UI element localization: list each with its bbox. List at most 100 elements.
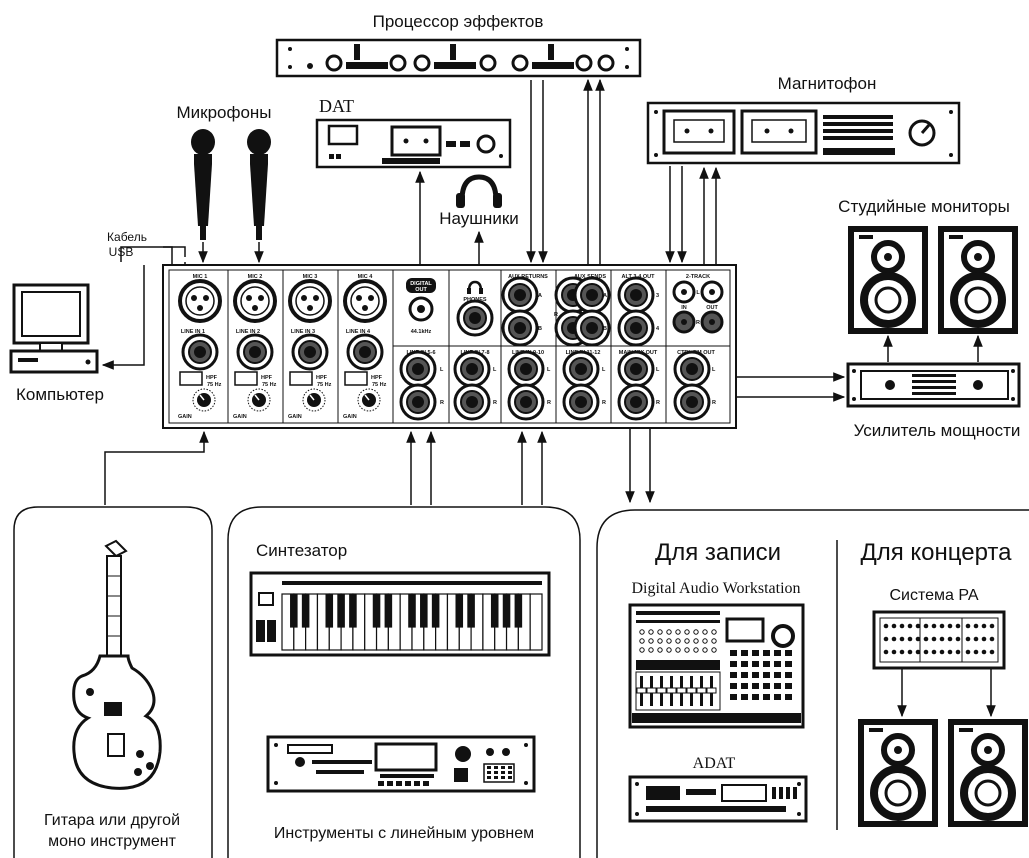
black-key[interactable] [431,594,440,628]
line-in-6-jack[interactable] [399,383,437,421]
digital-out-section: DIGITAL OUT 44.1kHz [406,278,436,335]
daw-key [785,683,792,689]
black-key[interactable] [408,594,416,628]
tape-recorder-label: Магнитофон [778,74,877,93]
hpf-4-button[interactable] [344,371,368,386]
black-key[interactable] [372,594,381,628]
daw-button [639,638,645,644]
line-in-4-jack[interactable] [346,333,384,371]
mic-4-xlr-input[interactable] [343,279,387,323]
rack-button [396,781,402,786]
daw-key [752,683,759,689]
line-in-5-jack[interactable] [399,350,437,388]
line-in-3-jack[interactable] [291,333,329,371]
adat-button [793,787,797,799]
tape-recorder-unit [646,101,961,165]
studio-monitors-label: Студийные мониторы [838,197,1010,216]
hpf-3-hz: 75 Hz [317,382,332,388]
daw-fader-cap [706,687,717,694]
aux-return-a-left-jack[interactable] [501,276,539,314]
line-in-8-jack[interactable] [453,383,491,421]
line-in-12-jack[interactable] [562,383,600,421]
phones-jack[interactable] [456,299,494,337]
black-key[interactable] [467,594,475,628]
black-key[interactable] [490,594,499,628]
white-key[interactable] [529,593,543,651]
aux-returns-section: AUX RETURNS A L R B [501,274,592,347]
daw-key [752,650,759,656]
headphones-label: Наушники [439,209,519,228]
two-track-label: 2-TRACK [686,274,710,280]
gain-2-knob[interactable] [247,388,271,412]
gain-4-knob[interactable] [357,388,381,412]
line-in-7-8: LINE IN 7-8 L R [453,350,497,421]
effects-processor-unit [275,38,642,78]
black-key[interactable] [349,594,357,628]
rack-keypad [501,771,505,774]
black-key[interactable] [455,594,464,628]
daw-key [763,650,770,656]
phones-section: PHONES [456,280,494,337]
gain-3-label: GAIN [288,414,302,420]
pa-knob [899,649,905,655]
daw-button [702,647,708,653]
line-in-2-jack[interactable] [236,333,274,371]
line-instruments-panel [227,506,581,858]
ctrl-rm-out-left-jack[interactable] [673,350,711,388]
hpf-1-label: HPF [206,375,218,381]
hpf-3-button[interactable] [289,371,313,386]
hpf-1-button[interactable] [179,371,203,386]
alt-out-3-jack[interactable] [617,276,655,314]
black-key[interactable] [384,594,393,628]
black-key[interactable] [337,594,345,628]
power-amp-label: Усилитель мощности [854,421,1021,440]
black-key[interactable] [502,594,511,628]
pa-knob [989,636,995,642]
aux-return-b-left-jack[interactable] [501,309,539,347]
black-key[interactable] [290,594,298,628]
black-key[interactable] [420,594,428,628]
daw-key [741,683,748,689]
line-in-7-tag: L [493,367,497,373]
for-concert-label: Для концерта [860,539,1012,566]
line-in-6-tag: R [440,400,444,406]
mic-3-xlr-input[interactable] [288,279,332,323]
aux-sends-section: AUX SENDS A B [573,274,611,347]
black-key[interactable] [325,594,334,628]
headphones-icon [456,174,502,208]
gain-4-label: GAIN [343,414,357,420]
daw-button [702,629,708,635]
line-in-7-jack[interactable] [453,350,491,388]
main-mix-out-left-jack[interactable] [617,350,655,388]
line-in-1-jack[interactable] [181,333,219,371]
mixer-channel-2: MIC 2 LINE IN 2 HPF 75 Hz GAIN [233,274,277,420]
main-mix-out-r-tag: R [656,400,660,406]
alt-out-4-jack[interactable] [617,309,655,347]
mic-2-xlr-input[interactable] [233,279,277,323]
adat-button [779,787,783,799]
black-key[interactable] [514,594,523,628]
pa-knob [989,649,995,655]
gain-1-knob[interactable] [192,388,216,412]
sample-rate-label: 44.1kHz [411,329,432,335]
line-in-11-tag: L [602,367,606,373]
ctrl-rm-out-right-jack[interactable] [673,383,711,421]
black-key[interactable] [301,594,310,628]
pa-knob [955,623,961,629]
rack-keypad [487,766,491,769]
mic-1-xlr-input[interactable] [178,279,222,323]
guitar-icon [72,539,162,790]
rack-keypad [501,766,505,769]
synth-keyboard-icon [249,571,551,657]
line-level-instrument-icon [266,735,536,793]
guitar-label-line1: Гитара или другой [44,812,180,829]
line-in-11-jack[interactable] [562,350,600,388]
line-in-10-jack[interactable] [507,383,545,421]
hpf-2-button[interactable] [234,371,258,386]
main-mix-out-right-jack[interactable] [617,383,655,421]
microphone-1-icon [191,129,215,240]
gain-3-knob[interactable] [302,388,326,412]
pa-knob [883,649,889,655]
dat-unit [315,118,512,169]
line-in-9-jack[interactable] [507,350,545,388]
